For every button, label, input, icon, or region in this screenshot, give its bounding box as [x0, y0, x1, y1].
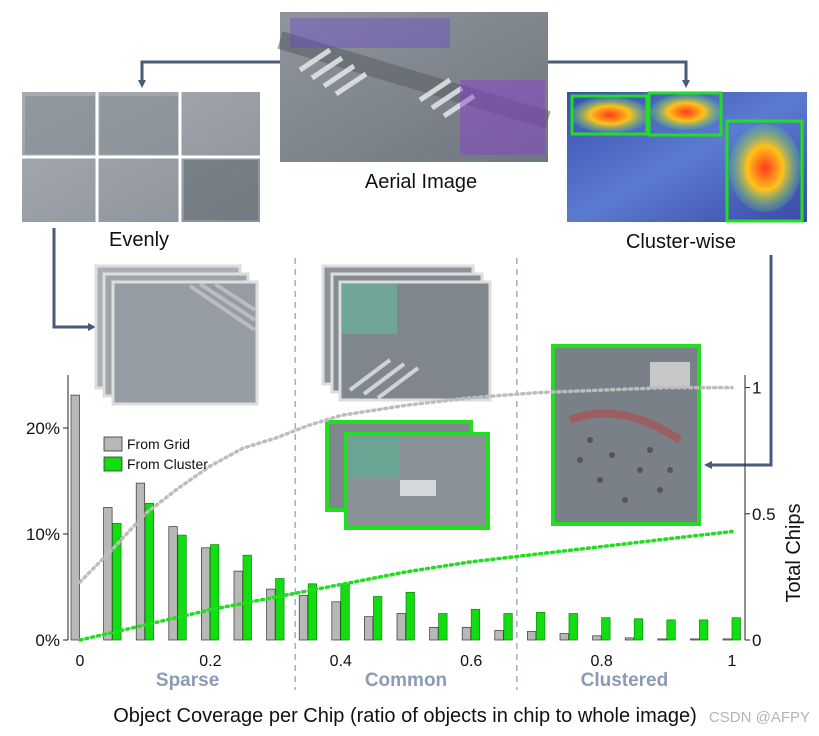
y-right-tick-label-0: 0 [752, 631, 761, 650]
x-tick-label-4: 0.8 [590, 653, 612, 670]
arrow-to-sparse-chips [52, 228, 96, 331]
bar-cluster-7 [307, 583, 318, 641]
bar-cluster-11 [438, 613, 448, 641]
bar-cluster-2 [144, 502, 155, 641]
bar-cluster-5 [242, 554, 252, 641]
x-tick-label-3: 0.6 [460, 653, 482, 670]
bar-grid-8 [331, 601, 341, 641]
coverage-chart: 0% 10% 20% 0 0.5 1 0 0.2 0.4 0.6 0.8 1 Sparse Comm… [26, 258, 805, 727]
legend: From Grid From Cluster [103, 436, 208, 472]
bar-grid-16 [592, 635, 602, 641]
legend-label-grid: From Grid [127, 436, 190, 452]
bar-grid-18 [657, 638, 667, 641]
y-right-tick-label-1: 0.5 [752, 505, 776, 524]
bar-cluster-14 [536, 612, 546, 641]
bar-grid-19 [690, 638, 700, 641]
bar-grid-10 [396, 613, 406, 641]
y-axis-right-label: Total Chips [783, 504, 805, 603]
x-tick-label-5: 1 [728, 653, 737, 670]
bar-cluster-4 [210, 544, 220, 641]
bar-grid-20 [722, 638, 732, 641]
cluster-wise-caption: Cluster-wise [626, 231, 736, 253]
bar-grid-13 [494, 630, 504, 641]
bar-grid-17 [624, 637, 635, 641]
chip-stack-common [321, 264, 492, 402]
cumulative-curve-cluster [78, 529, 734, 642]
legend-label-cluster: From Cluster [127, 456, 208, 472]
bar-grid-15 [559, 633, 569, 641]
bar-cluster-19 [699, 619, 709, 641]
cumulative-curve-grid [78, 385, 734, 584]
y-right-tick-label-2: 1 [752, 379, 761, 398]
bar-cluster-10 [405, 591, 415, 641]
bar-cluster-20 [731, 617, 741, 641]
watermark: CSDN @AFPY [709, 709, 810, 726]
region-label-common: Common [365, 670, 447, 691]
x-tick-label-2: 0.4 [330, 653, 352, 670]
x-tick-label-0: 0 [76, 653, 85, 670]
bar-cluster-6 [275, 578, 285, 641]
bar-grid-3 [168, 526, 178, 641]
legend-swatch-cluster [103, 456, 123, 472]
arrow-to-grid [138, 60, 280, 88]
chip-stack-sparse [94, 264, 259, 406]
bar-grid-2 [135, 482, 146, 641]
bar-grid-1 [103, 507, 113, 641]
heatmap-photo [567, 91, 807, 223]
chip-stack-common-cluster [325, 420, 490, 530]
bar-grid-0 [70, 394, 80, 641]
bar-cluster-8 [340, 583, 350, 641]
region-label-clustered: Clustered [581, 670, 669, 691]
bar-grid-14 [527, 631, 537, 641]
y-tick-label-2: 20% [26, 419, 60, 438]
arrow-to-heatmap [548, 60, 690, 88]
region-label-sparse: Sparse [156, 670, 219, 691]
bar-grid-12 [461, 626, 472, 641]
bar-cluster-1 [112, 523, 122, 641]
bar-cluster-13 [503, 613, 513, 641]
clustered-chip-photo [551, 344, 701, 526]
aerial-image-caption: Aerial Image [365, 171, 477, 193]
evenly-caption: Evenly [109, 229, 169, 251]
bar-cluster-18 [666, 619, 676, 641]
y-tick-label-0: 0% [35, 631, 60, 650]
bar-grid-9 [364, 616, 374, 641]
bar-cluster-17 [633, 618, 644, 641]
y-tick-label-1: 10% [26, 525, 60, 544]
arrow-to-clustered-chip [704, 255, 773, 469]
bar-cluster-12 [470, 608, 481, 641]
bar-grid-4 [201, 547, 211, 641]
bar-cluster-15 [568, 613, 578, 641]
bar-cluster-16 [601, 617, 611, 641]
bar-cluster-9 [373, 596, 383, 641]
x-axis-label: Object Coverage per Chip (ratio of objec… [113, 705, 697, 727]
x-tick-label-1: 0.2 [199, 653, 221, 670]
aerial-photo [277, 12, 551, 162]
bar-grid-7 [298, 595, 309, 641]
grid-split-photo [22, 92, 260, 222]
bar-grid-11 [429, 626, 439, 641]
legend-swatch-grid [103, 436, 123, 452]
bar-grid-6 [266, 588, 276, 641]
bar-cluster-3 [177, 534, 187, 641]
